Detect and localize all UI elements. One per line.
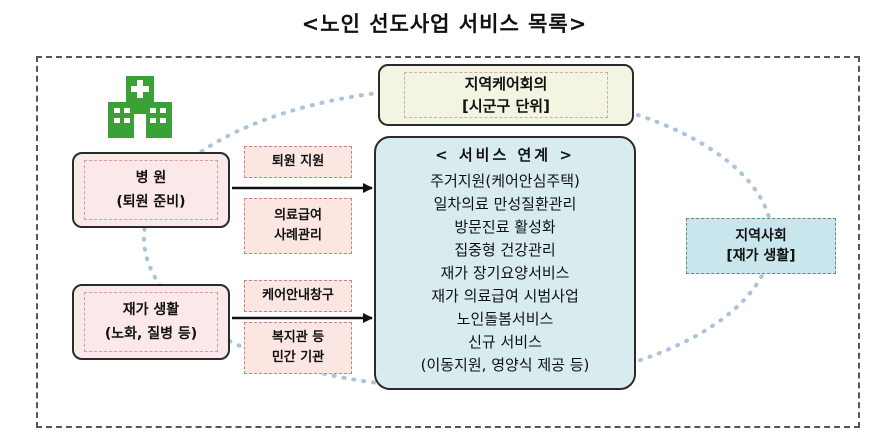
regional-council-line1: 지역케어회의 xyxy=(464,75,548,93)
care-desk-label: 케어안내창구 xyxy=(262,288,334,303)
service-item: (이동지원, 영양식 제공 등) xyxy=(420,356,590,374)
hospital-box: 병 원 (퇴원 준비) xyxy=(72,152,230,228)
outer-dashed-frame xyxy=(36,56,860,428)
local-community-line1: 지역사회 xyxy=(735,228,787,244)
service-item: 재가 장기요양서비스 xyxy=(440,264,570,282)
welfare-line2: 민간 기관 xyxy=(271,350,325,365)
page-title: <노인 선도사업 서비스 목록> xyxy=(301,12,588,36)
home-life-line1: 재가 생활 xyxy=(122,302,180,318)
regional-council-line2: [시군구 단위] xyxy=(462,97,550,115)
service-item: 신규 서비스 xyxy=(468,333,542,351)
service-item: 방문진료 활성화 xyxy=(454,218,556,236)
medical-aid-tag: 의료급여 사례관리 xyxy=(244,198,352,254)
hospital-line1: 병 원 xyxy=(135,170,167,186)
service-item: 재가 의료급여 시범사업 xyxy=(431,287,579,305)
home-life-box: 재가 생활 (노화, 질병 등) xyxy=(72,284,230,360)
medical-aid-line2: 사례관리 xyxy=(274,228,322,243)
service-item: 노인돌봄서비스 xyxy=(456,310,554,328)
local-community-box: 지역사회 [재가 생활] xyxy=(686,218,836,274)
service-link-box: < 서비스 연계 > 주거지원(케어안심주택) 일차의료 만성질환관리 방문진료… xyxy=(374,136,636,390)
hospital-icon xyxy=(108,76,172,138)
welfare-line1: 복지관 등 xyxy=(271,330,325,345)
service-link-header: < 서비스 연계 > xyxy=(435,146,575,164)
regional-council-box: 지역케어회의 [시군구 단위] xyxy=(378,64,634,126)
home-life-line2: (노화, 질병 등) xyxy=(104,326,198,342)
medical-aid-line1: 의료급여 xyxy=(274,208,322,223)
service-item: 일차의료 만성질환관리 xyxy=(433,195,577,213)
local-community-line2: [재가 생활] xyxy=(726,248,796,264)
discharge-support-label: 퇴원 지원 xyxy=(271,154,325,169)
hospital-line2: (퇴원 준비) xyxy=(116,194,186,210)
welfare-tag: 복지관 등 민간 기관 xyxy=(244,322,352,374)
care-desk-tag: 케어안내창구 xyxy=(244,280,352,312)
service-item: 주거지원(케어안심주택) xyxy=(430,172,580,190)
service-list: 주거지원(케어안심주택) 일차의료 만성질환관리 방문진료 활성화 집중형 건강… xyxy=(376,170,634,377)
discharge-support-tag: 퇴원 지원 xyxy=(244,146,352,178)
service-item: 집중형 건강관리 xyxy=(454,241,556,259)
